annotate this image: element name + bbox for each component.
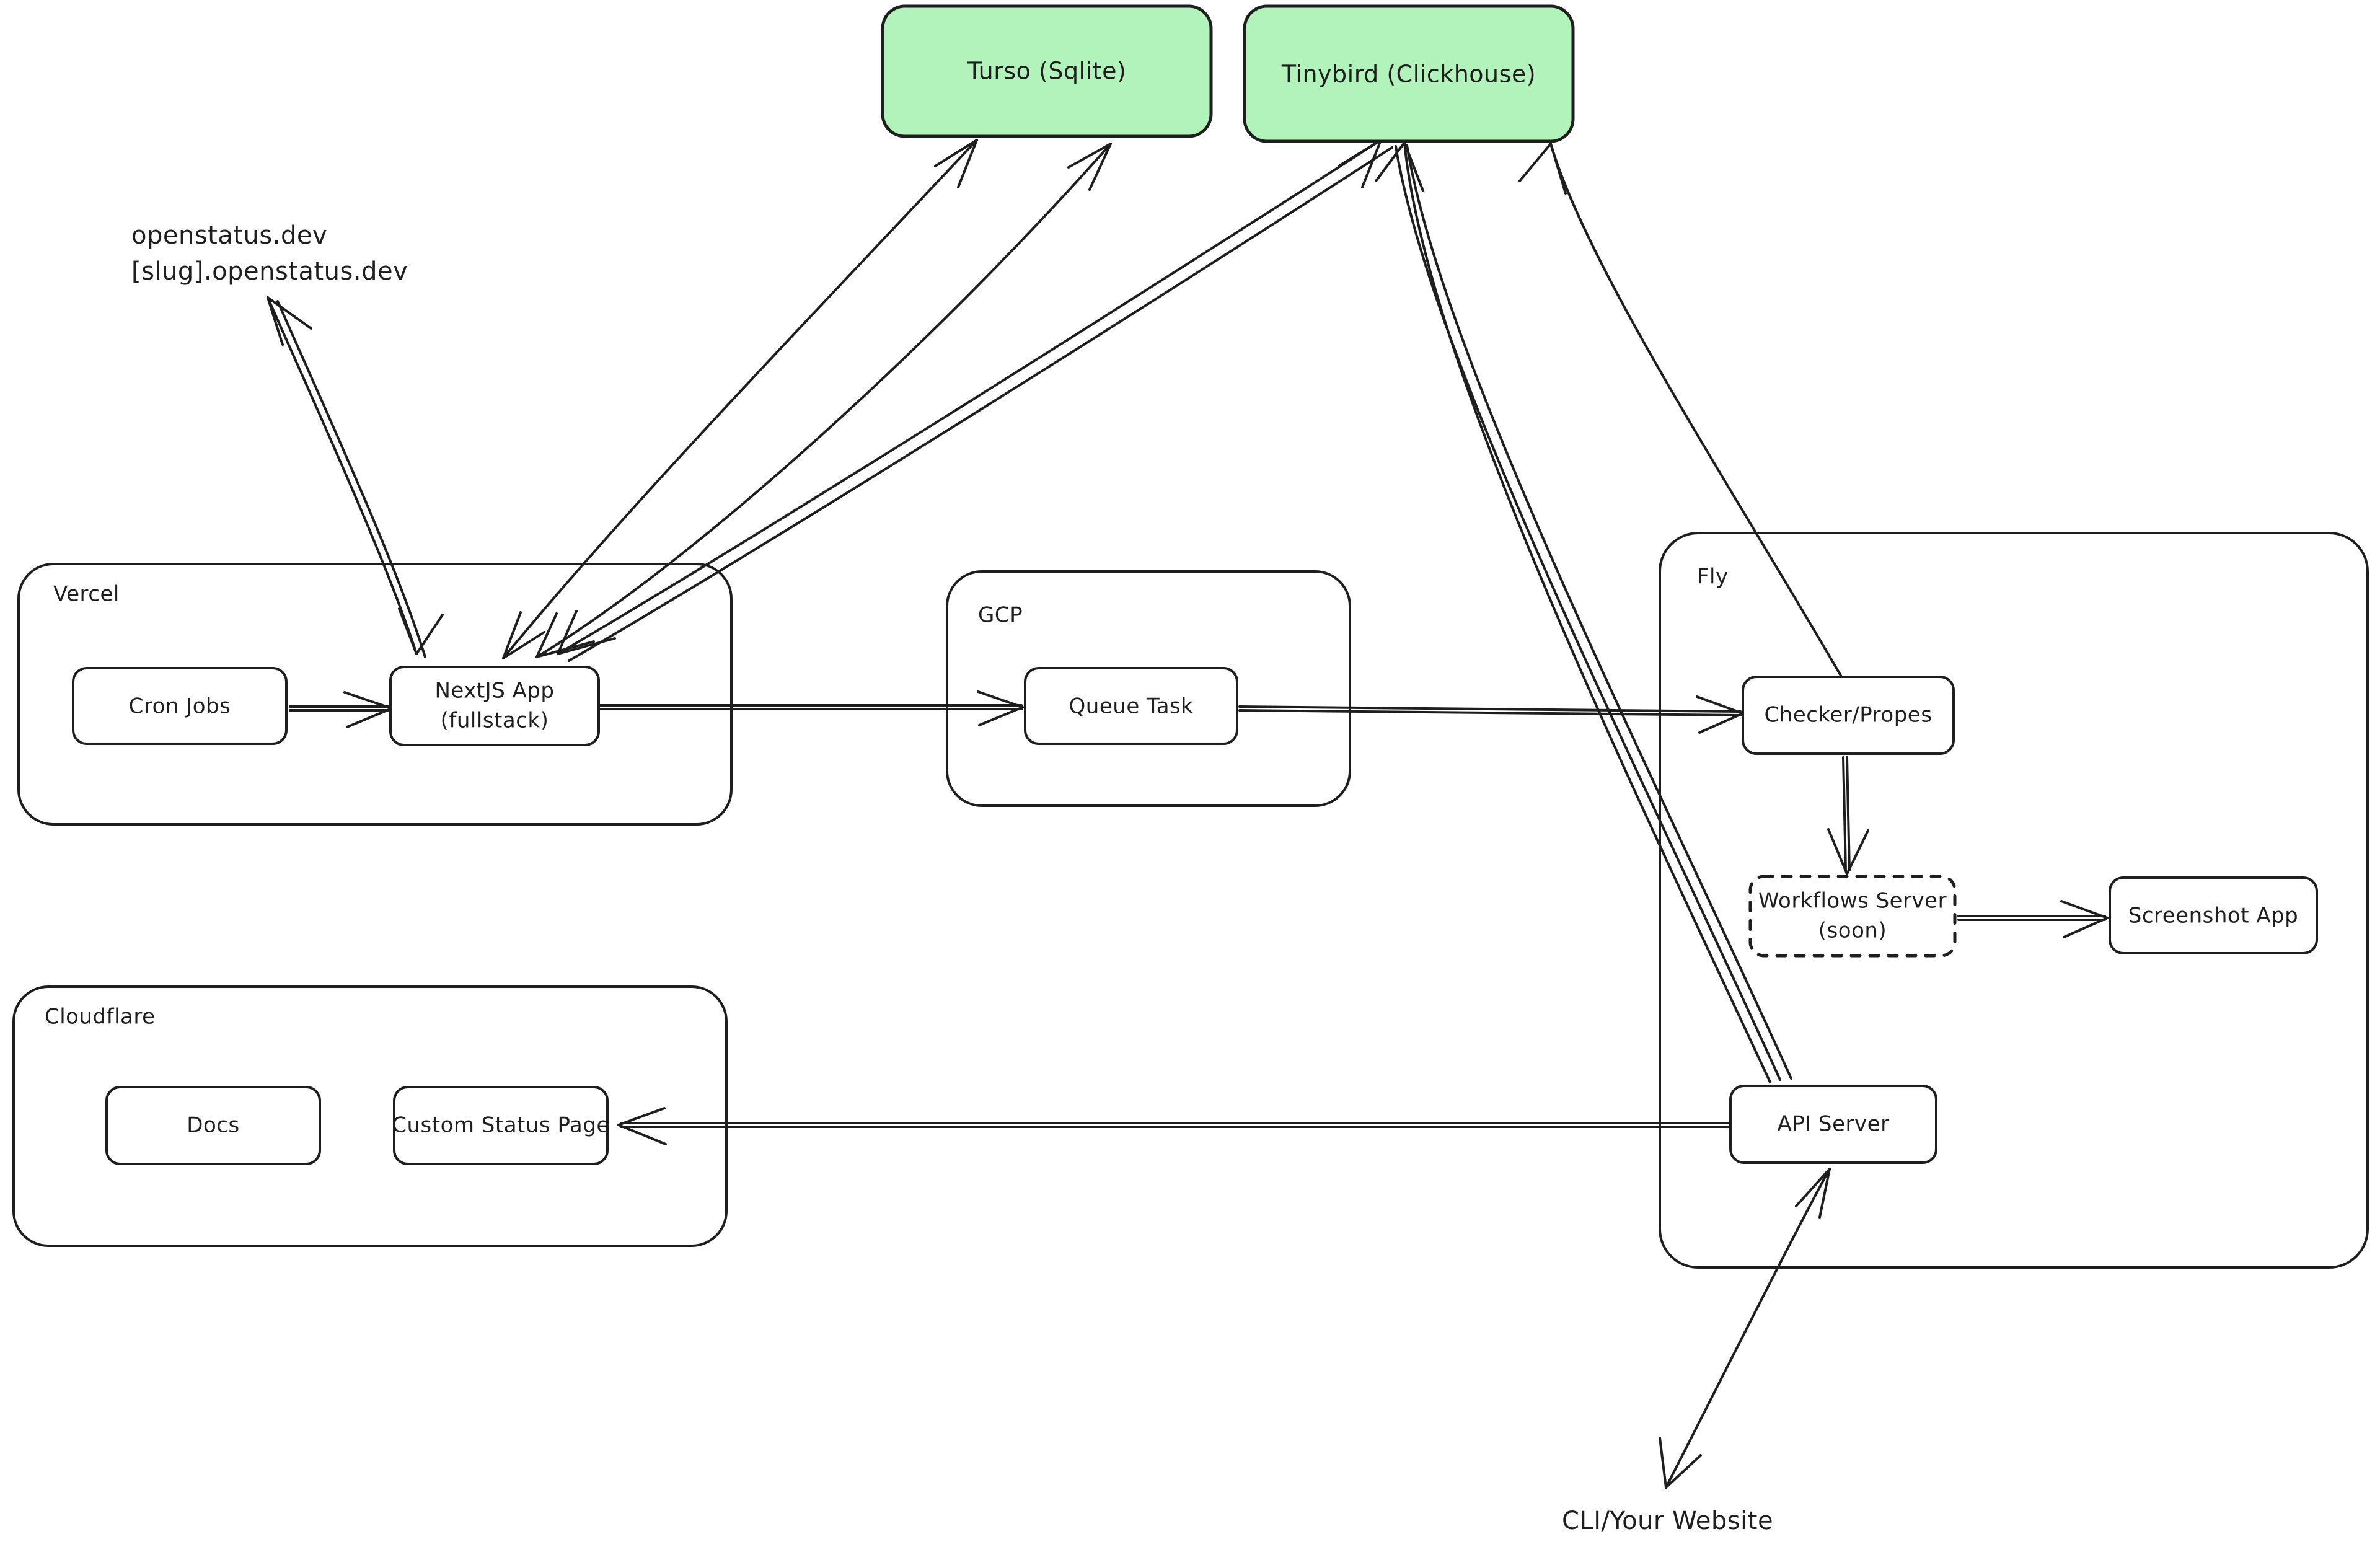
node-tinybird-rect (1243, 4, 1575, 143)
node-workflows-server-rect (1748, 875, 1957, 958)
group-fly[interactable]: Fly (1659, 532, 2369, 1269)
group-gcp-rect (946, 570, 1351, 807)
node-queue-task[interactable]: Queue Task (1024, 667, 1238, 745)
node-nextjs-app-sublabel: (fullstack) (441, 708, 549, 733)
node-checker-propes[interactable]: Checker/Propes (1742, 676, 1955, 755)
node-screenshot-app-label: Screenshot App (2128, 904, 2299, 928)
node-docs-label: Docs (187, 1113, 239, 1138)
group-fly-rect (1659, 532, 2369, 1269)
node-workflows-server[interactable]: Workflows Server (soon) (1748, 875, 1957, 958)
node-nextjs-app-label: NextJS App (434, 679, 554, 703)
node-nextjs-app-rect (389, 666, 600, 746)
edge-workflows-screenshot (1957, 900, 2109, 938)
free-label-layer: openstatus.dev [slug].openstatus.dev CLI… (131, 221, 1773, 1535)
edge-layer (267, 139, 2109, 1489)
edge-nextjs-tinybird (557, 139, 1393, 662)
label-slug-openstatus-domain: [slug].openstatus.dev (131, 257, 408, 286)
node-docs[interactable]: Docs (105, 1086, 321, 1165)
node-api-server-label: API Server (1777, 1112, 1889, 1137)
edge-nextjs-domains (267, 296, 444, 658)
node-tinybird-label: Tinybird (Clickhouse) (1281, 61, 1536, 88)
node-custom-status-page-label: Custom Status Page (392, 1113, 610, 1138)
group-vercel-label: Vercel (53, 582, 120, 607)
node-workflows-server-sublabel: (soon) (1818, 919, 1887, 943)
edge-checker-workflows (1827, 756, 1869, 875)
node-custom-status-page-rect (393, 1086, 609, 1165)
node-turso-rect (881, 4, 1213, 138)
node-checker-propes-label: Checker/Propes (1765, 703, 1933, 728)
datastore-layer: Turso (Sqlite) Tinybird (Clickhouse) (881, 4, 1575, 143)
edge-queue-checker (1238, 695, 1744, 734)
node-docs-rect (105, 1086, 321, 1165)
label-cli-your-website: CLI/Your Website (1562, 1507, 1773, 1535)
node-screenshot-app[interactable]: Screenshot App (2109, 876, 2318, 954)
edge-nextjs-queue (597, 690, 1024, 726)
edge-api-statuspage (617, 1107, 1730, 1145)
node-api-server[interactable]: API Server (1729, 1085, 1937, 1164)
node-queue-task-label: Queue Task (1069, 694, 1194, 719)
group-layer: Vercel GCP Cloudflare Fly (12, 532, 2369, 1269)
edge-nextjs-turso (502, 139, 1112, 659)
group-vercel-rect (17, 563, 733, 826)
node-tinybird[interactable]: Tinybird (Clickhouse) (1243, 4, 1575, 143)
group-cloudflare-label: Cloudflare (45, 1005, 156, 1029)
node-layer: Cron Jobs NextJS App (fullstack) Queue T… (72, 666, 2318, 1165)
group-fly-label: Fly (1697, 565, 1729, 589)
node-cron-jobs-rect (72, 667, 288, 745)
edge-cron-nextjs (289, 691, 393, 728)
group-cloudflare[interactable]: Cloudflare (12, 985, 728, 1247)
label-openstatus-domain: openstatus.dev (131, 221, 327, 250)
node-cron-jobs[interactable]: Cron Jobs (72, 667, 288, 745)
edge-cli-api (1659, 1168, 1831, 1489)
group-gcp-label: GCP (978, 603, 1023, 628)
node-cron-jobs-label: Cron Jobs (129, 694, 231, 719)
node-turso[interactable]: Turso (Sqlite) (881, 4, 1213, 138)
node-turso-label: Turso (Sqlite) (967, 58, 1127, 85)
edge-api-turso (1375, 141, 1771, 1083)
node-custom-status-page[interactable]: Custom Status Page (392, 1086, 610, 1165)
group-cloudflare-rect (12, 985, 728, 1247)
group-vercel[interactable]: Vercel (17, 563, 733, 826)
node-api-server-rect (1729, 1085, 1937, 1164)
group-gcp[interactable]: GCP (946, 570, 1351, 807)
node-checker-propes-rect (1742, 676, 1955, 755)
node-screenshot-app-rect (2109, 876, 2318, 954)
node-queue-task-rect (1024, 667, 1238, 745)
edge-checker-tinybird (1518, 143, 1842, 677)
edge-api-tinybird (1395, 144, 1792, 1081)
node-workflows-server-label: Workflows Server (1758, 889, 1947, 914)
node-nextjs-app[interactable]: NextJS App (fullstack) (389, 666, 600, 746)
